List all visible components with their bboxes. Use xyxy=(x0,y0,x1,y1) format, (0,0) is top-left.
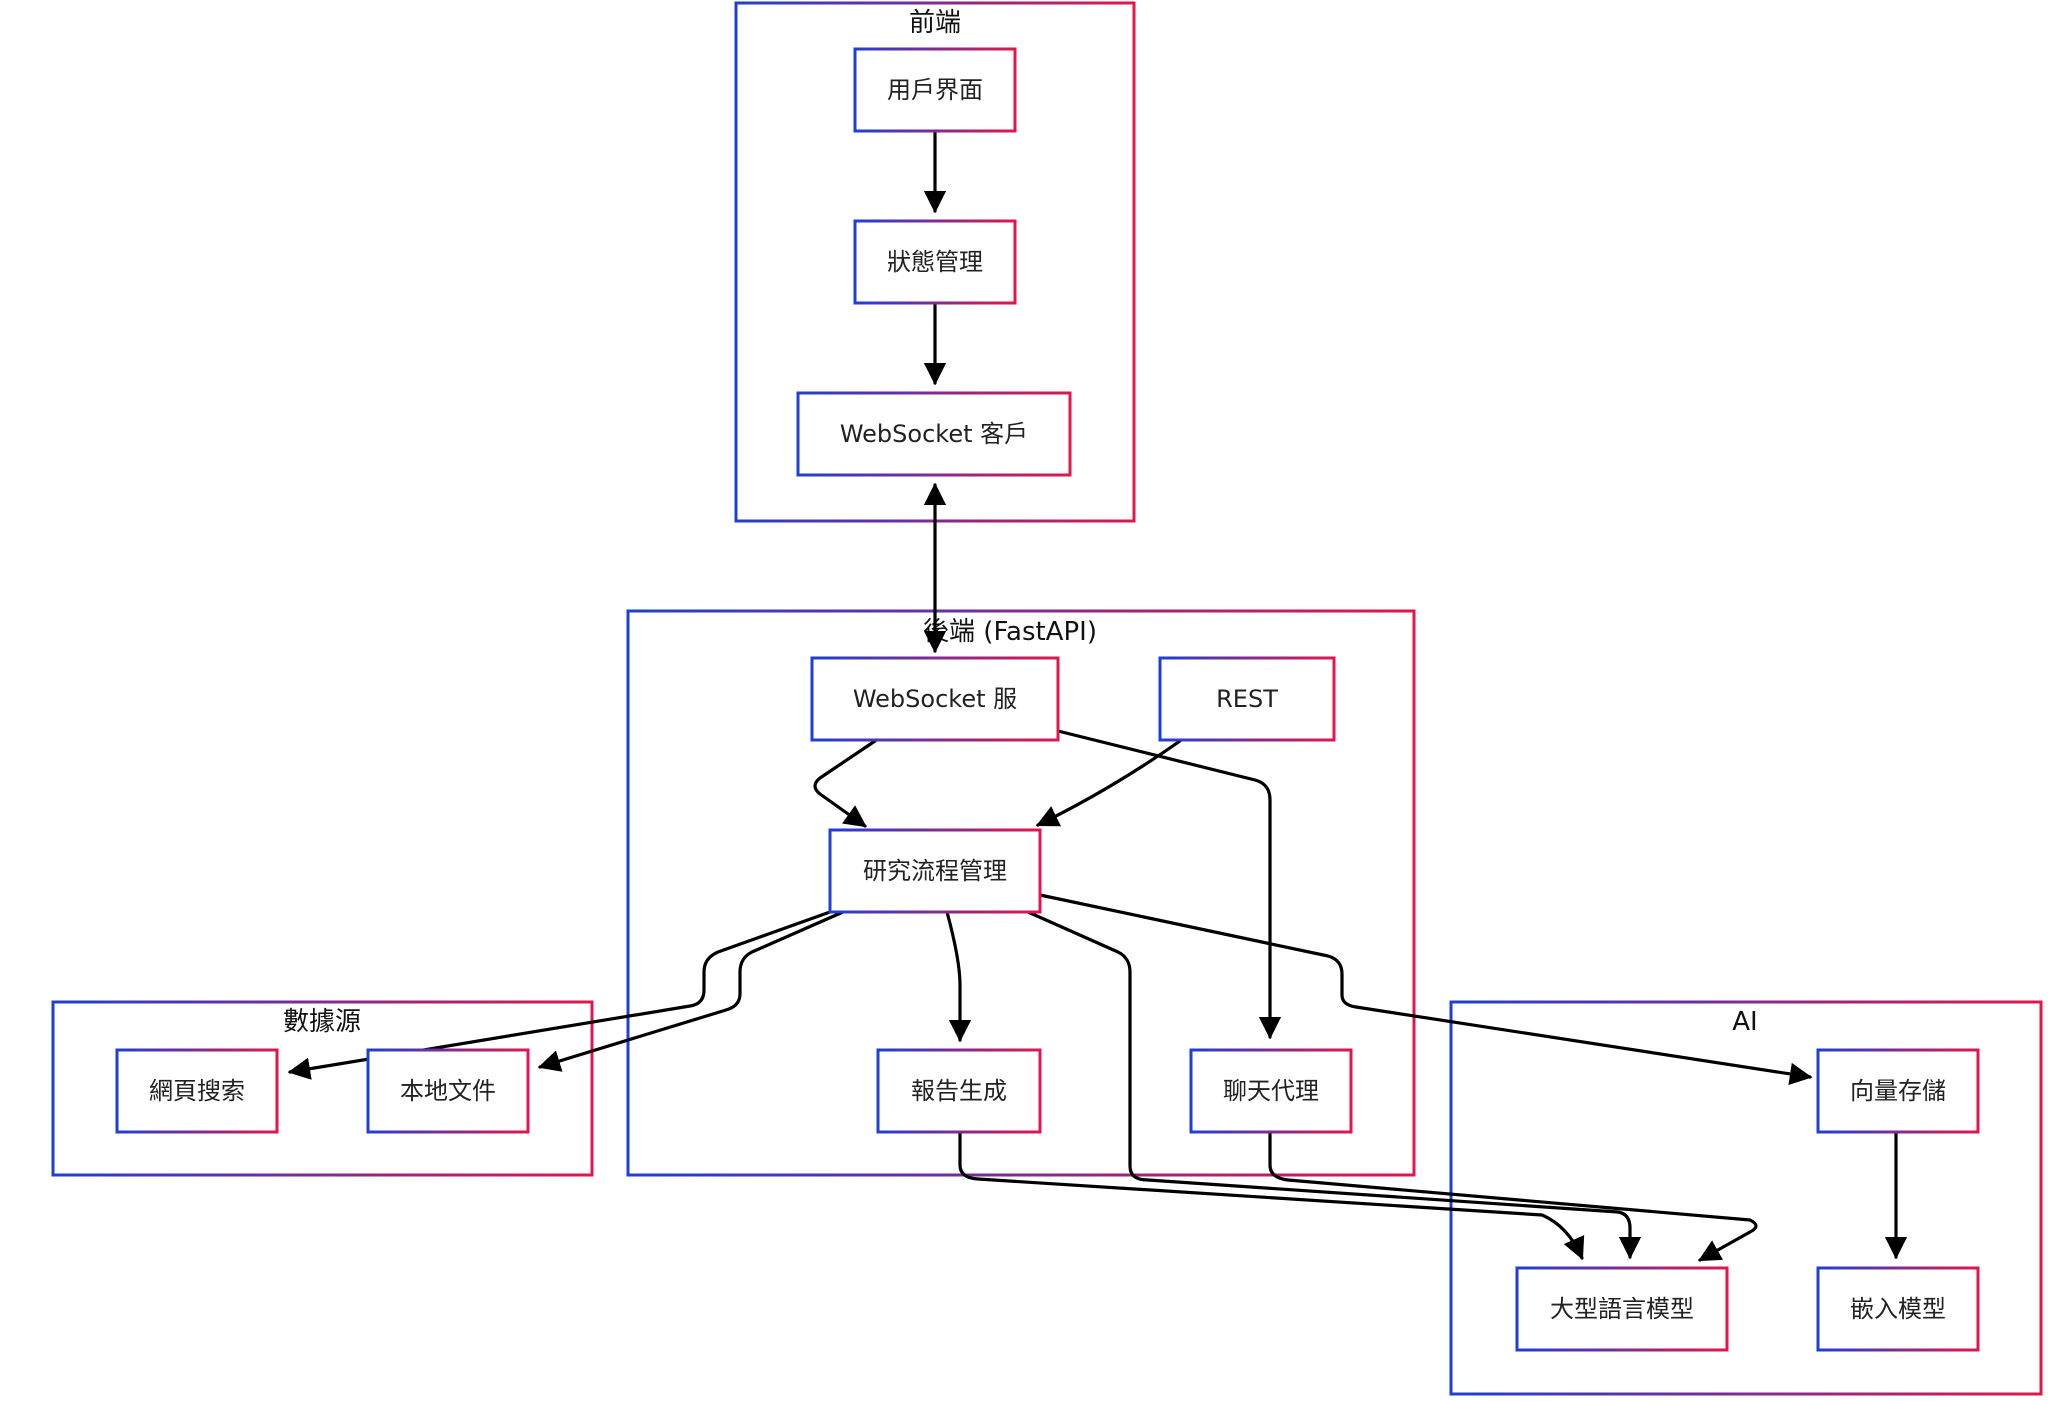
group-frontend-label: 前端 xyxy=(909,8,961,38)
node-chat: 聊天代理 xyxy=(1189,1048,1353,1134)
node-state-label: 狀態管理 xyxy=(887,248,983,276)
node-rest-label: REST xyxy=(1216,685,1278,713)
node-state: 狀態管理 xyxy=(853,219,1017,305)
node-vector-store-label: 向量存儲 xyxy=(1850,1077,1946,1105)
node-embedding-label: 嵌入模型 xyxy=(1850,1295,1946,1323)
edge-rest-to-workflow xyxy=(1035,739,1182,827)
node-rest: REST xyxy=(1158,656,1336,742)
node-ws-server-label: WebSocket 服 xyxy=(853,685,1017,713)
node-ui-label: 用戶界面 xyxy=(887,76,983,104)
node-workflow-label: 研究流程管理 xyxy=(863,857,1007,885)
edge-workflow-to-localfiles xyxy=(537,910,845,1072)
node-workflow: 研究流程管理 xyxy=(828,828,1042,914)
node-ws-server: WebSocket 服 xyxy=(810,656,1060,742)
group-backend: 後端 (FastAPI) xyxy=(626,609,1416,1177)
edge-workflow-to-vectorstore xyxy=(1038,893,1813,1085)
edge-wsserver-to-chat xyxy=(1056,729,1282,1040)
node-report-label: 報告生成 xyxy=(911,1077,1007,1105)
node-ws-client: WebSocket 客戶 xyxy=(796,391,1072,477)
node-vector-store: 向量存儲 xyxy=(1816,1048,1980,1134)
edge-chat-to-llm xyxy=(1268,1130,1758,1262)
group-datasource-label: 數據源 xyxy=(283,1007,361,1037)
node-chat-label: 聊天代理 xyxy=(1223,1077,1319,1105)
node-llm: 大型語言模型 xyxy=(1515,1266,1729,1352)
node-web-search: 網頁搜索 xyxy=(115,1048,279,1134)
node-report: 報告生成 xyxy=(876,1048,1042,1134)
edge-workflow-to-websearch xyxy=(287,910,832,1080)
node-llm-label: 大型語言模型 xyxy=(1550,1295,1694,1323)
group-ai-label: AI xyxy=(1732,1007,1757,1037)
node-local-files-label: 本地文件 xyxy=(400,1077,496,1105)
node-local-files: 本地文件 xyxy=(366,1048,530,1134)
node-web-search-label: 網頁搜索 xyxy=(149,1077,245,1105)
edges xyxy=(287,129,1908,1262)
group-datasource: 數據源 xyxy=(51,1000,594,1177)
edge-wsserver-to-workflow xyxy=(813,739,877,828)
edge-report-to-llm xyxy=(958,1130,1585,1261)
group-backend-label: 後端 (FastAPI) xyxy=(923,617,1097,647)
edge-workflow-to-report xyxy=(945,910,972,1043)
node-embedding: 嵌入模型 xyxy=(1816,1266,1980,1352)
group-ai: AI xyxy=(1449,1000,2043,1396)
node-ui: 用戶界面 xyxy=(853,47,1017,133)
edge-workflow-to-llm xyxy=(1026,910,1642,1260)
node-ws-client-label: WebSocket 客戶 xyxy=(840,420,1028,448)
